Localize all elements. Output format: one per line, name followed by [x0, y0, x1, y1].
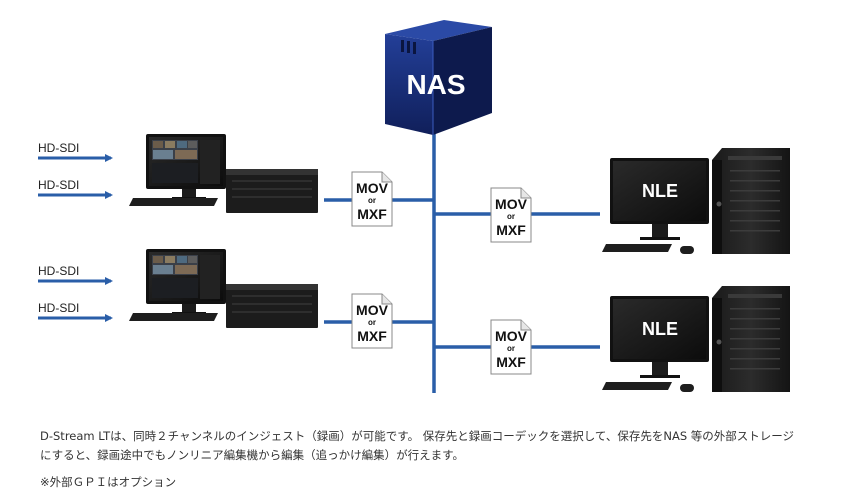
network-lines [324, 118, 600, 393]
nle-label: NLE [642, 319, 678, 339]
input-arrows [38, 154, 113, 322]
input-label: HD-SDI [38, 178, 79, 192]
system-diagram: HD-SDI HD-SDI HD-SDI HD-SDI [38, 20, 790, 393]
file-format-or: or [368, 318, 376, 327]
file-format-bottom: MXF [357, 206, 387, 222]
file-document-icon: MOV or MXF [490, 319, 532, 375]
file-document-icon: MOV or MXF [351, 293, 393, 349]
file-format-top: MOV [356, 180, 389, 196]
nas-server-icon: NAS [385, 20, 492, 135]
file-format-top: MOV [495, 328, 528, 344]
file-document-icon: MOV or MXF [351, 171, 393, 227]
diagram-caption: D-Stream LTは、同時２チャンネルのインジェスト（録画）が可能です。 保… [40, 429, 795, 462]
input-labels: HD-SDI HD-SDI HD-SDI HD-SDI [38, 141, 79, 315]
file-format-top: MOV [495, 196, 528, 212]
recorder-workstation-icon [129, 134, 318, 213]
nle-workstation-icon: NLE [602, 148, 790, 254]
file-format-or: or [507, 212, 515, 221]
input-label: HD-SDI [38, 141, 79, 155]
file-format-bottom: MXF [496, 222, 526, 238]
file-document-icon: MOV or MXF [490, 187, 532, 243]
file-format-top: MOV [356, 302, 389, 318]
file-format-bottom: MXF [357, 328, 387, 344]
file-format-bottom: MXF [496, 354, 526, 370]
recorder-workstation-icon [129, 249, 318, 328]
file-format-or: or [368, 196, 376, 205]
nle-label: NLE [642, 181, 678, 201]
nle-workstation-icon: NLE [602, 286, 790, 392]
input-label: HD-SDI [38, 301, 79, 315]
nas-label: NAS [406, 69, 465, 100]
file-format-or: or [507, 344, 515, 353]
option-note: ※外部ＧＰＩはオプション [40, 475, 177, 489]
input-label: HD-SDI [38, 264, 79, 278]
